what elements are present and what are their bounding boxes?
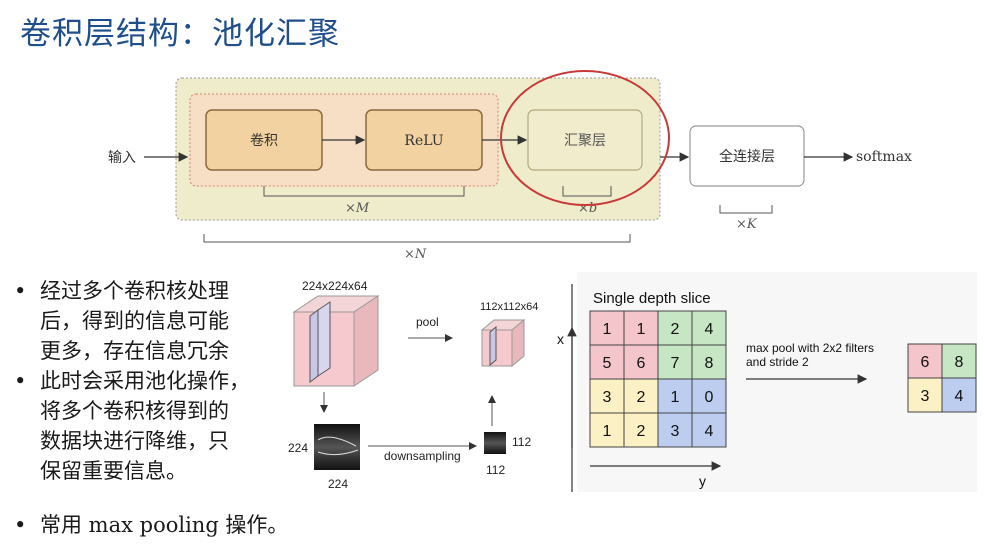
input-grid-value: 2 [671,321,680,338]
highlight-circle [500,70,670,206]
result-grid-cell [941,377,977,413]
right-height-label: 112 [512,435,531,449]
feature-map-texture [317,436,359,456]
downsampling-label: downsampling [384,449,461,463]
input-grid: 1 1 2 4 5 6 7 8 3 2 1 0 1 2 3 4 [589,310,727,448]
bracket-b [562,186,612,197]
bullet-line: 将多个卷积核得到的 [40,399,229,423]
fc-box [689,125,805,187]
bullet-dot: • [14,369,27,393]
bullet-dot: • [14,513,27,537]
bullet-item-last: • 常用 max pooling 操作。 [14,510,288,540]
input-grid-value: 2 [637,423,646,440]
bullet-item: • 此时会采用池化操作， 将多个卷积核得到的 数据块进行降维，只 保留重要信息。 [14,366,304,486]
rep-k-label: ×K [736,217,758,232]
bullet-line: 更多，存在信息冗余 [40,339,229,363]
output-feature-map [484,432,506,454]
input-grid-value: 1 [603,423,612,440]
input-feature-map [314,424,360,470]
input-grid-value: 4 [705,423,714,440]
result-grid-cell [907,377,943,413]
bullet-line: 经过多个卷积核处理 [40,279,229,303]
input-grid-cell [691,378,727,414]
bullet-line: 常用 max pooling 操作。 [40,513,289,537]
input-grid-value: 4 [705,321,714,338]
page-title: 卷积层结构：池化汇聚 [20,16,340,52]
input-grid-cell [657,412,693,448]
left-width-label: 224 [328,477,348,491]
input-volume-side [353,295,379,387]
bullet-dot: • [14,279,27,303]
input-grid-cell [691,344,727,380]
bracket-n [203,234,631,243]
result-grid: 6 8 3 4 [907,343,977,413]
rep-b-label: ×b [578,201,597,216]
input-grid-value: 1 [603,321,612,338]
pool-box [527,109,643,171]
bracket-m [263,186,465,197]
left-height-label: 224 [288,441,308,455]
output-volume-front [481,329,513,367]
input-dims-label: 224x224x64 [302,279,368,293]
input-grid-value: 0 [705,389,714,406]
result-grid-value: 4 [955,388,964,405]
input-grid-cell [589,412,625,448]
bullet-item: • 经过多个卷积核处理 后，得到的信息可能 更多，存在信息冗余 [14,276,304,366]
input-grid-value: 7 [671,355,680,372]
rep-m-label: ×M [345,201,370,216]
input-slice [309,309,319,383]
bracket-k [719,205,773,214]
right-width-label: 112 [486,463,505,477]
op-line-1: max pool with 2x2 filters [746,341,874,355]
input-grid-value: 1 [637,321,646,338]
pool-op-label: pool [416,315,439,329]
bullet-list: • 经过多个卷积核处理 后，得到的信息可能 更多，存在信息冗余 • 此时会采用池… [14,276,304,486]
fc-label: 全连接层 [719,148,775,165]
result-grid-value: 6 [921,354,930,371]
input-label: 输入 [108,150,136,166]
softmax-label: softmax [856,149,912,165]
input-grid-value: 5 [603,355,612,372]
bullet-line: 保留重要信息。 [40,459,187,483]
input-grid-value: 8 [705,355,714,372]
input-grid-value: 2 [637,389,646,406]
volume-pooling-figure: 224x224x64 pool 112x112x64 224 224 downs… [288,279,538,491]
output-slice [489,325,497,367]
output-dims-label: 112x112x64 [480,301,538,313]
result-grid-value: 8 [955,354,964,371]
input-grid-cell [691,412,727,448]
bullet-line: 数据块进行降维，只 [40,429,229,453]
op-line-2: and stride 2 [746,355,809,369]
bullet-line: 后，得到的信息可能 [40,309,229,333]
input-grid-value: 3 [671,423,680,440]
pool-label: 汇聚层 [564,133,606,149]
y-axis-label: y [699,473,706,489]
input-grid-cell [691,310,727,346]
input-grid-value: 3 [603,389,612,406]
cnn-architecture-diagram: 输入 卷积 ReLU 汇聚层 全连接层 softmax ×M ×b ×N ×K [108,70,912,262]
rep-n-label: ×N [404,247,427,262]
x-axis-label: x [557,331,564,347]
input-grid-cell [623,412,659,448]
result-grid-cell [941,343,977,379]
input-grid-cell [589,310,625,346]
input-grid-value: 1 [671,389,680,406]
result-grid-cell [907,343,943,379]
conv-label: 卷积 [250,133,278,149]
input-grid-value: 6 [637,355,646,372]
relu-label: ReLU [404,133,443,149]
result-grid-value: 3 [921,388,930,405]
bullet-line: 此时会采用池化操作， [40,369,250,393]
slice-title: Single depth slice [593,290,711,307]
input-slice-back [317,301,331,377]
